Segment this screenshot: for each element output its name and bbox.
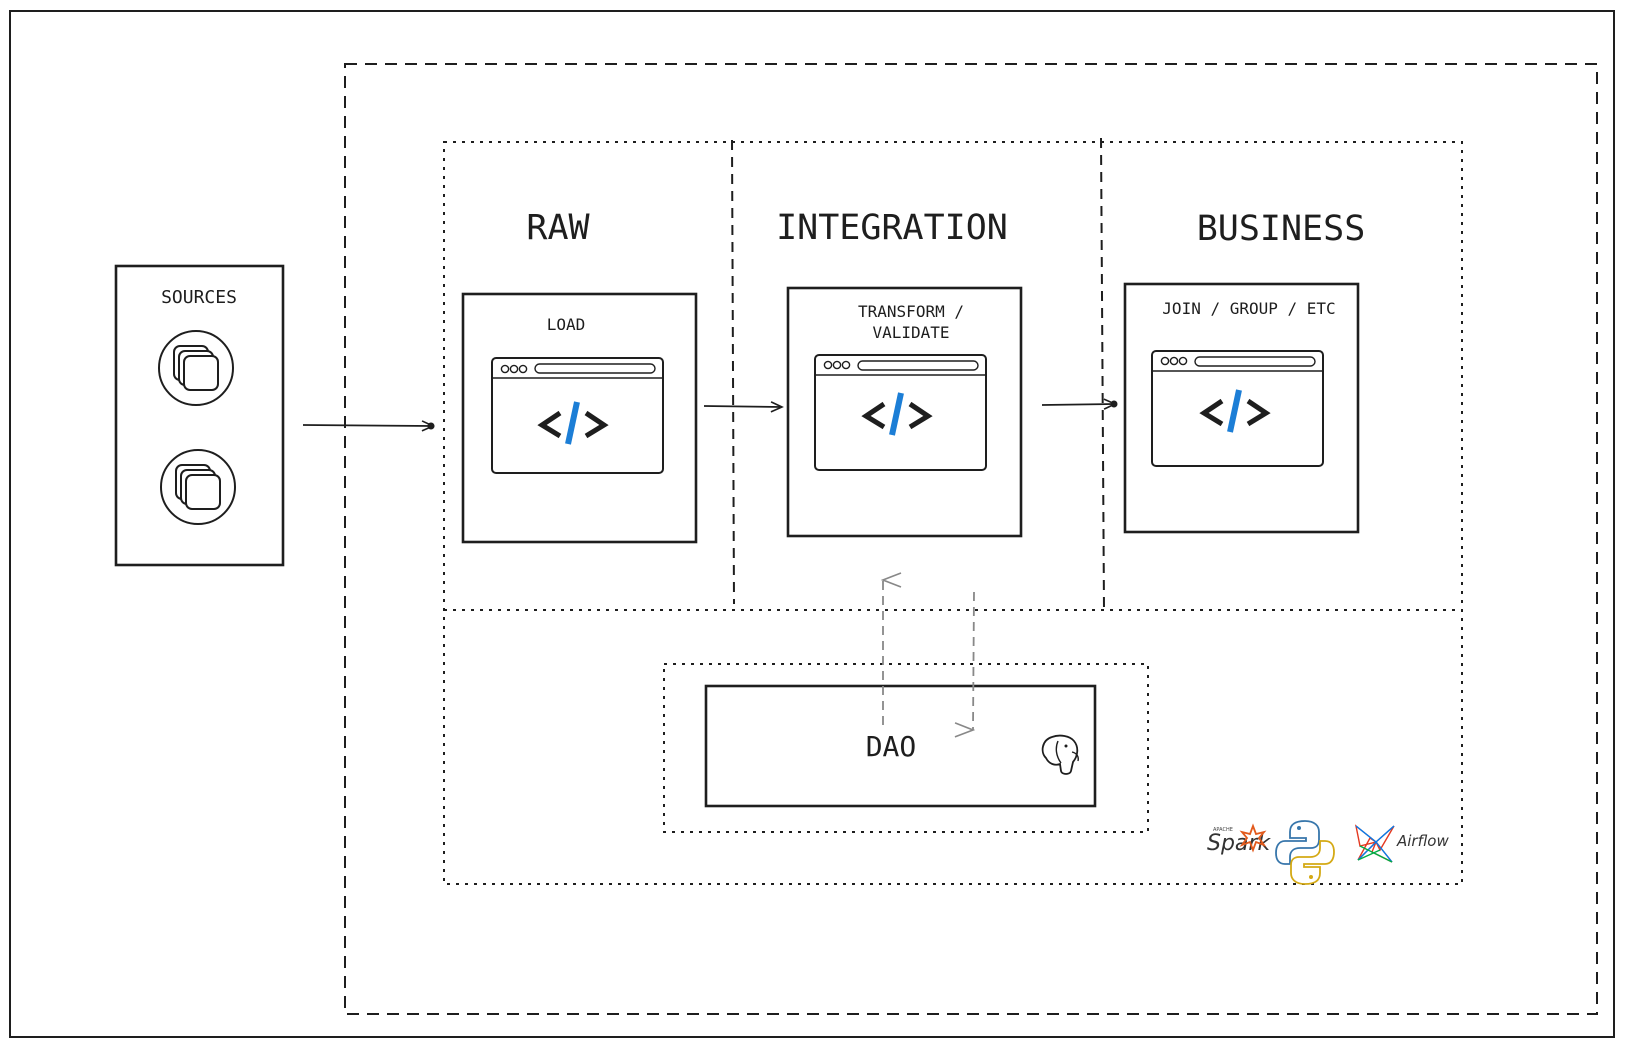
pipeline-container xyxy=(443,141,1463,885)
python-logo xyxy=(1275,820,1335,885)
stage-title-raw: RAW xyxy=(526,208,590,248)
integration-card: TRANSFORM / VALIDATE xyxy=(786,286,1023,538)
stacked-squares-icon xyxy=(160,449,236,525)
dao-box: DAO xyxy=(704,684,1097,808)
stage-title-business: BUSINESS xyxy=(1197,209,1366,249)
spark-logo-small-text: APACHE xyxy=(1213,827,1233,833)
airflow-pinwheel-icon xyxy=(1354,824,1395,863)
raw-card: LOAD xyxy=(461,292,698,544)
arrow-integration-to-dao xyxy=(973,591,974,730)
spark-logo: APACHE Spark xyxy=(1207,823,1271,856)
dao-container xyxy=(663,663,1149,833)
business-card-label: JOIN / GROUP / ETC xyxy=(1162,299,1335,318)
arrow-sources-to-raw xyxy=(302,420,435,432)
source-item-1 xyxy=(158,330,234,406)
stage-title-integration: INTEGRATION xyxy=(776,208,1008,248)
integration-card-label-line-2: VALIDATE xyxy=(872,323,949,342)
stage-divider-raw-integration xyxy=(731,139,735,605)
integration-card-label-line-1: TRANSFORM / xyxy=(858,302,964,321)
sources-label: SOURCES xyxy=(161,287,237,308)
outer-frame xyxy=(9,10,1615,1038)
arrow-sources-to-raw-dot xyxy=(427,422,435,430)
arrow-raw-to-integration xyxy=(703,401,784,413)
source-item-2 xyxy=(160,449,236,525)
code-window-icon xyxy=(1151,350,1324,467)
raw-card-label: LOAD xyxy=(547,315,586,334)
postgresql-elephant-icon xyxy=(1041,734,1079,775)
stacked-squares-icon xyxy=(158,330,234,406)
airflow-logo-text: Airflow xyxy=(1396,832,1449,850)
sources-box: SOURCES xyxy=(114,264,285,567)
spark-star-icon xyxy=(1239,823,1267,853)
business-card: JOIN / GROUP / ETC xyxy=(1123,282,1360,534)
platform-container xyxy=(344,63,1598,1015)
arrow-integration-to-business-dot xyxy=(1110,400,1118,408)
code-window-icon xyxy=(814,354,987,471)
code-window-icon xyxy=(491,357,664,474)
airflow-logo: Airflow xyxy=(1354,824,1449,863)
arrow-integration-to-business xyxy=(1041,398,1117,410)
stage-divider-integration-business xyxy=(1100,137,1105,611)
dao-label: DAO xyxy=(866,730,917,763)
